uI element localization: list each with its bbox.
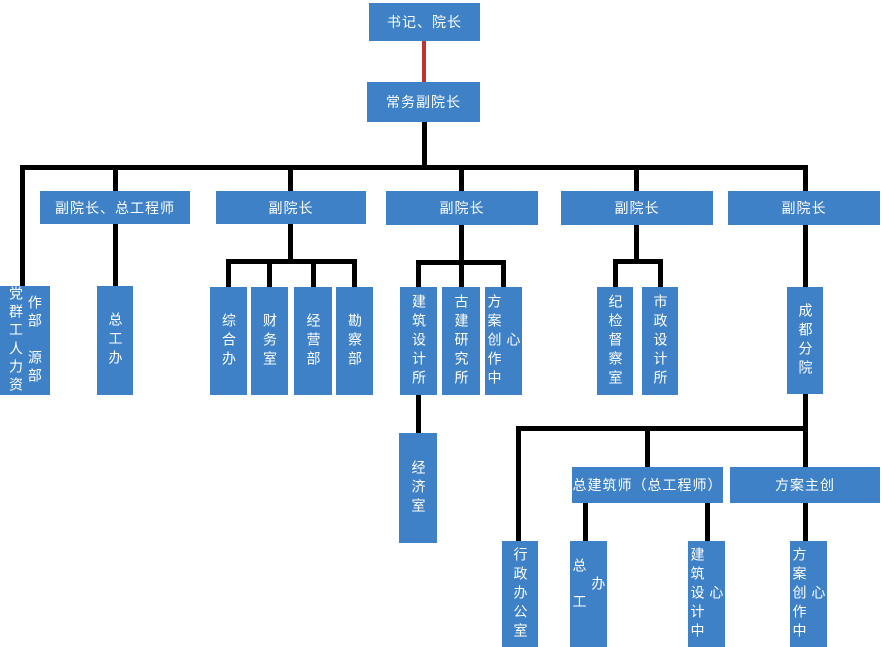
connector-drop-vp3 xyxy=(459,168,464,191)
node-architectural-design-institute: 建筑设计所 xyxy=(400,287,437,395)
node-admin-office: 行政办公室 xyxy=(502,541,538,647)
node-municipal-design-institute-label: 市政设计所 xyxy=(652,293,669,389)
connector-arch-design-to-economy xyxy=(416,395,421,433)
connector-drop-branch-chief-engineer-office xyxy=(583,503,588,541)
node-executive-vp: 常务副院长 xyxy=(367,82,480,122)
node-survey-dept-label: 勘察部 xyxy=(346,312,363,370)
node-finance-office-label: 财务室 xyxy=(261,312,278,370)
connector-vp2-horizontal xyxy=(226,259,357,264)
connector-drop-arch-design-center xyxy=(705,503,710,541)
connector-executive-vp-drop xyxy=(422,122,427,166)
connector-root-to-executive-vp xyxy=(422,41,426,83)
connector-drop-chief-architect xyxy=(645,426,650,467)
node-business-dept: 经营部 xyxy=(294,287,332,395)
node-branch-chief-engineer-office: 总工办 xyxy=(570,541,607,647)
node-architectural-design-institute-label: 建筑设计所 xyxy=(410,293,427,389)
node-vp4-label: 副院长 xyxy=(614,200,660,216)
node-vp-chief-engineer-label: 副院长、总工程师 xyxy=(55,199,175,216)
connector-drop-vp-chief-engineer xyxy=(113,168,118,191)
node-chengdu-branch-label: 成都分院 xyxy=(797,302,814,379)
node-party-mass-dept-label: 党群工作部 xyxy=(8,286,43,341)
node-municipal-design-institute: 市政设计所 xyxy=(642,287,678,395)
connector-vp4-horizontal xyxy=(613,259,663,264)
node-scheme-creation-center-label: 方案创作中心 xyxy=(486,293,522,389)
connector-vp4-stem xyxy=(634,224,639,264)
node-chief-engineer-office: 总工办 xyxy=(97,286,133,395)
connector-drop-party-hr xyxy=(20,165,25,286)
node-ancient-architecture-institute: 古建研究所 xyxy=(442,287,480,395)
node-chief-architect: 总建筑师（总工程师） xyxy=(572,467,723,503)
node-economy-office-label: 经济室 xyxy=(410,459,427,517)
node-root: 书记、院长 xyxy=(369,3,480,41)
node-general-affairs-office-label: 综合办 xyxy=(220,312,237,370)
connector-drop-general-affairs xyxy=(226,259,231,287)
node-branch-scheme-creation-center-label: 方案创作中心 xyxy=(791,546,827,642)
node-party-mass-and-hr-dept: 党群工作部 人力资源部 xyxy=(0,286,50,395)
connector-drop-arch-design xyxy=(416,260,421,287)
node-discipline-inspection-office-label: 纪检督察室 xyxy=(607,293,624,389)
node-vp3-label: 副院长 xyxy=(439,200,485,216)
node-vp-chief-engineer: 副院长、总工程师 xyxy=(40,191,190,224)
node-business-dept-label: 经营部 xyxy=(305,312,322,370)
node-branch-chief-engineer-office-label: 总工办 xyxy=(571,558,607,630)
connector-drop-business xyxy=(311,259,316,287)
node-discipline-inspection-office: 纪检督察室 xyxy=(597,287,633,395)
node-architectural-design-center-label: 建筑设计中心 xyxy=(689,546,725,642)
connector-vp3-stem xyxy=(459,224,464,265)
connector-drop-vp4 xyxy=(634,168,639,191)
connector-drop-branch-scheme-center xyxy=(803,503,808,541)
node-ancient-architecture-institute-label: 古建研究所 xyxy=(453,293,470,389)
connector-drop-municipal xyxy=(658,259,663,287)
node-branch-scheme-creation-center: 方案创作中心 xyxy=(790,541,827,647)
node-economy-office: 经济室 xyxy=(399,433,437,543)
connector-drop-scheme-center xyxy=(501,260,506,287)
connector-drop-survey xyxy=(352,259,357,287)
node-vp3: 副院长 xyxy=(386,191,538,225)
connector-drop-ancient-arch xyxy=(459,260,464,287)
node-general-affairs-office: 综合办 xyxy=(210,287,247,395)
node-vp5-label: 副院长 xyxy=(781,200,827,216)
connector-drop-admin-office xyxy=(516,426,521,541)
connector-vp2-stem xyxy=(288,224,293,264)
node-architectural-design-center: 建筑设计中心 xyxy=(688,541,725,647)
node-survey-dept: 勘察部 xyxy=(336,287,373,395)
node-vp5: 副院长 xyxy=(728,191,880,225)
connector-vp5-to-chengdu xyxy=(803,224,808,287)
node-scheme-lead-label: 方案主创 xyxy=(775,477,835,493)
connector-chengdu-horizontal xyxy=(516,426,808,431)
connector-trunk-horizontal xyxy=(20,165,808,170)
node-vp2-label: 副院长 xyxy=(268,199,314,216)
node-finance-office: 财务室 xyxy=(251,287,288,395)
connector-drop-finance xyxy=(267,259,272,287)
connector-drop-vp5 xyxy=(803,168,808,191)
node-hr-dept-label: 人力资源部 xyxy=(8,340,43,395)
connector-vp-ce-to-chief-engineer-office xyxy=(113,224,118,286)
node-scheme-lead: 方案主创 xyxy=(730,467,880,503)
connector-drop-vp2 xyxy=(288,168,293,191)
node-root-label: 书记、院长 xyxy=(387,14,462,30)
node-vp2: 副院长 xyxy=(216,191,366,224)
node-scheme-creation-center: 方案创作中心 xyxy=(485,287,522,395)
node-vp4: 副院长 xyxy=(561,191,713,225)
node-admin-office-label: 行政办公室 xyxy=(512,546,529,642)
connector-drop-discipline xyxy=(613,259,618,287)
node-chief-engineer-office-label: 总工办 xyxy=(107,312,124,369)
node-chief-architect-label: 总建筑师（总工程师） xyxy=(572,477,723,493)
node-executive-vp-label: 常务副院长 xyxy=(386,94,461,110)
node-chengdu-branch: 成都分院 xyxy=(787,287,823,394)
